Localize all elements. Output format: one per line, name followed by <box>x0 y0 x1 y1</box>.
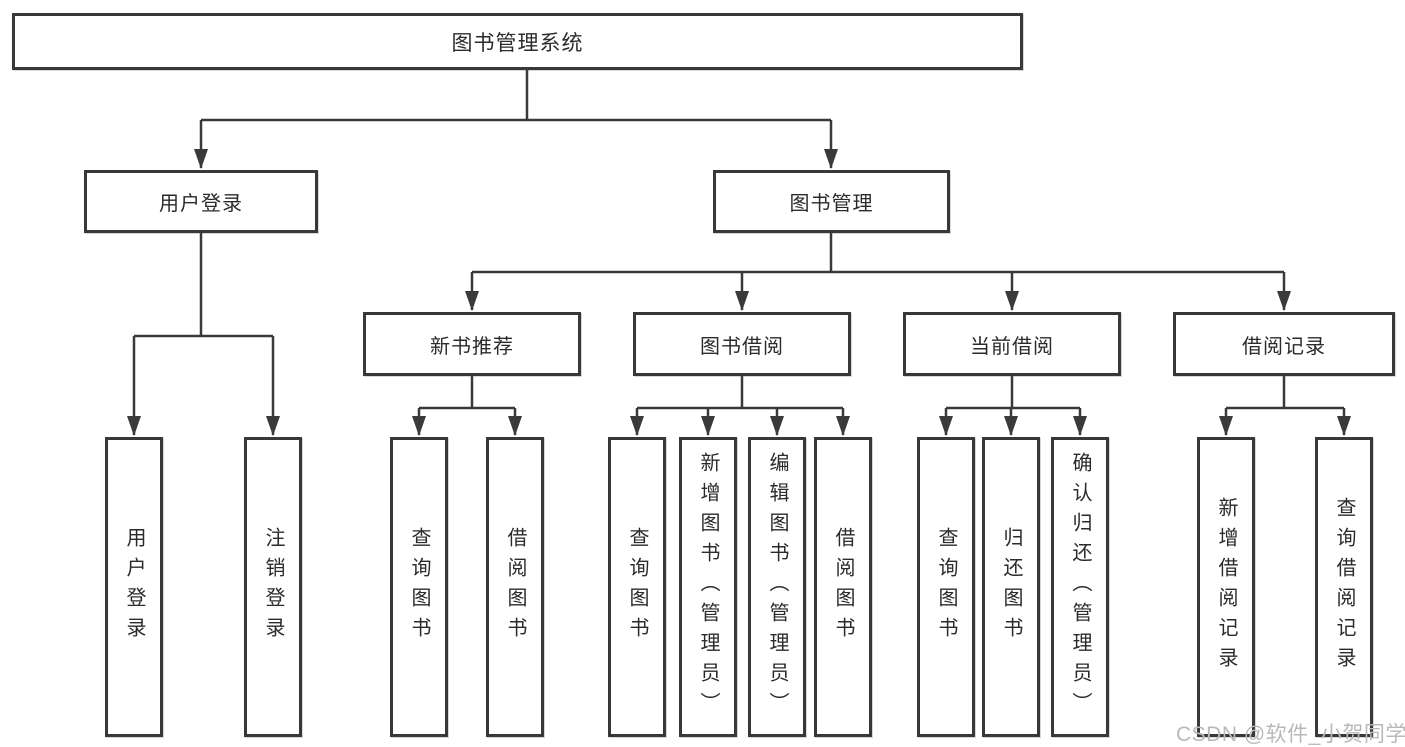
node-label: 新增图书（管理员） <box>697 452 719 722</box>
node-label: 用户登录 <box>159 193 243 215</box>
node-label: 借阅图书 <box>504 527 526 647</box>
node-confirm-return-admin: 确认归还（管理员） <box>1051 437 1109 737</box>
node-label: 注销登录 <box>262 527 284 647</box>
node-label: 新增借阅记录 <box>1215 497 1237 677</box>
node-book-borrowing: 图书借阅 <box>633 312 851 376</box>
node-label: 用户登录 <box>123 527 145 647</box>
node-label: 新书推荐 <box>430 335 514 358</box>
node-query-books-recommend: 查询图书 <box>390 437 448 737</box>
node-current-borrowing: 当前借阅 <box>903 312 1121 376</box>
node-label: 查询借阅记录 <box>1333 497 1355 677</box>
node-user-login: 用户登录 <box>84 170 318 233</box>
node-return-book: 归还图书 <box>982 437 1040 737</box>
node-label: 编辑图书（管理员） <box>766 452 788 722</box>
node-library-system: 图书管理系统 <box>12 13 1023 70</box>
node-borrowing-records: 借阅记录 <box>1173 312 1395 376</box>
node-borrow-books-recommend: 借阅图书 <box>486 437 544 737</box>
node-label: 图书管理系统 <box>451 31 584 55</box>
node-logout: 注销登录 <box>244 437 302 737</box>
node-query-books-current: 查询图书 <box>917 437 975 737</box>
node-add-book-admin: 新增图书（管理员） <box>679 437 737 737</box>
node-label: 归还图书 <box>1000 527 1022 647</box>
node-label: 借阅记录 <box>1242 335 1326 358</box>
node-borrow-books-borrowing: 借阅图书 <box>814 437 872 737</box>
node-label: 查询图书 <box>935 527 957 647</box>
node-book-management: 图书管理 <box>713 170 950 233</box>
node-label: 确认归还（管理员） <box>1069 452 1091 722</box>
node-label: 图书借阅 <box>700 335 784 358</box>
node-label: 图书管理 <box>789 193 874 215</box>
node-query-books-borrowing: 查询图书 <box>608 437 666 737</box>
node-user-login-leaf: 用户登录 <box>105 437 163 737</box>
node-label: 借阅图书 <box>832 527 854 647</box>
node-label: 查询图书 <box>626 527 648 647</box>
node-add-borrow-record: 新增借阅记录 <box>1197 437 1255 737</box>
csdn-watermark: CSDN @软件_小贺同学 <box>1176 723 1405 746</box>
node-label: 查询图书 <box>408 527 430 647</box>
node-edit-book-admin: 编辑图书（管理员） <box>748 437 806 737</box>
node-label: 当前借阅 <box>970 335 1054 358</box>
node-new-book-recommend: 新书推荐 <box>363 312 581 376</box>
node-query-borrow-record: 查询借阅记录 <box>1315 437 1373 737</box>
